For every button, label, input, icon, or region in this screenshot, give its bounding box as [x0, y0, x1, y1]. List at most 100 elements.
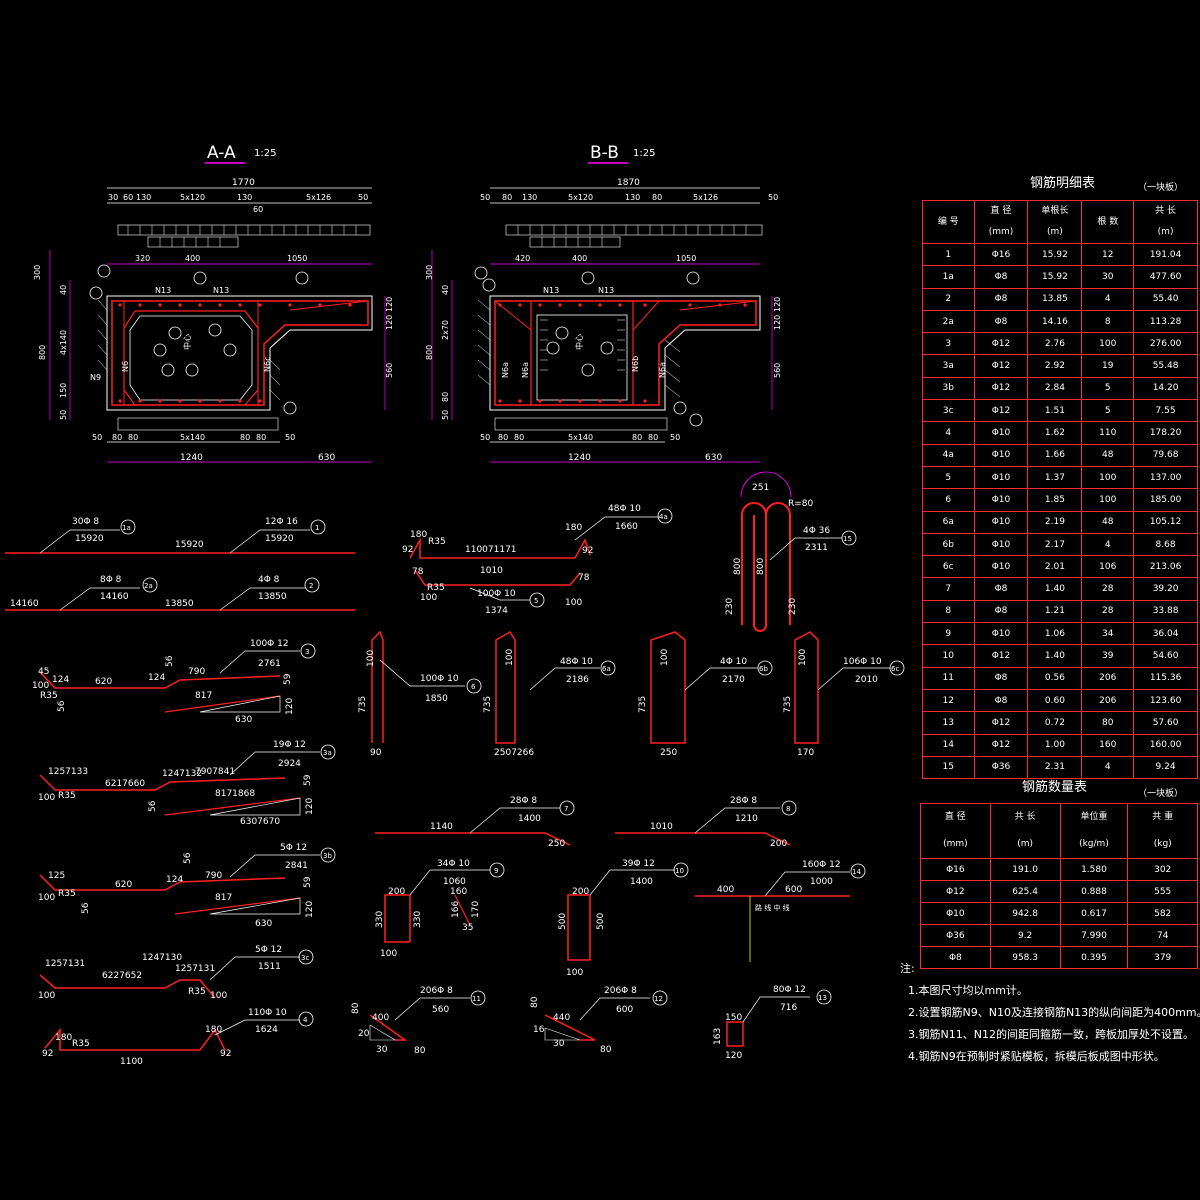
bar-3a-d: 56 [148, 800, 158, 812]
detail-cell: 206 [1081, 666, 1135, 690]
detail-cell: 115.36 [1133, 666, 1198, 690]
bar-3-label: 100Φ 12 [250, 639, 289, 649]
bb-left-width: 1240 [568, 453, 591, 463]
bar-6a-d: 100 [505, 649, 515, 666]
detail-cell: 79.68 [1133, 443, 1198, 467]
bar-9-d: 330 [375, 911, 385, 928]
bar-4-len: 1624 [255, 1025, 278, 1035]
bar-11-d: 80 [414, 1046, 426, 1056]
detail-cell: 48 [1081, 443, 1135, 467]
bar-4-d: 180 [205, 1025, 222, 1035]
detail-cell: 2.19 [1027, 510, 1083, 534]
detail-cell: 7 [922, 577, 975, 601]
bar-15-label: 4Φ 36 [803, 526, 830, 536]
aa-top-seg: 30 [108, 193, 118, 202]
aa-right-v: 560 [385, 363, 394, 378]
detail-header: 共 长 (m) [1133, 200, 1198, 244]
detail-cell: 477.60 [1133, 265, 1198, 289]
qty-table: 直 径 (mm) 共 长 (m) 单位重 (kg/m) 共 重 (kg) Φ16… [920, 803, 1198, 969]
detail-cell: 2.01 [1027, 555, 1083, 579]
note-item: 1.本图尺寸均以mm计。 [908, 984, 1028, 997]
detail-cell: 106 [1081, 555, 1135, 579]
svg-text:2: 2 [309, 582, 313, 590]
detail-cell: 191.04 [1133, 242, 1198, 267]
detail-cell: 1.06 [1027, 622, 1083, 646]
bar-9-d: 35 [462, 923, 473, 933]
qty-cell: Φ8 [920, 946, 991, 969]
bb-bot-seg: 80 [498, 433, 508, 442]
svg-text:8: 8 [786, 805, 790, 813]
bar-5-len: 1374 [485, 606, 508, 616]
detail-cell: 6a [922, 510, 975, 534]
svg-text:4a: 4a [659, 513, 668, 521]
aa-bot-seg: 5x140 [180, 433, 205, 442]
detail-cell: Φ12 [973, 733, 1029, 757]
bar-9-d: 166 [451, 901, 461, 918]
bar-3a-d: 59 [303, 774, 313, 786]
detail-cell: 0.72 [1027, 711, 1083, 735]
bb-v-seg: 40 [441, 285, 450, 295]
bar-4a-d: 92 [402, 545, 413, 555]
bar-3-d: 630 [235, 715, 252, 725]
bar-3a-d: 8171868 [215, 789, 255, 799]
detail-cell: 7.55 [1133, 399, 1198, 423]
bb-v-seg: 300 [425, 265, 434, 280]
bar-3-len: 2761 [258, 659, 281, 669]
bb-bot-seg: 80 [632, 433, 642, 442]
bb-right-width: 630 [705, 453, 722, 463]
bar-4-d: 180 [55, 1033, 72, 1043]
qty-cell: 379 [1127, 946, 1198, 969]
aa-top-seg: 60 [123, 193, 133, 202]
detail-cell: 12 [922, 688, 975, 713]
bar-12-len: 600 [616, 1005, 633, 1015]
detail-cell: Φ8 [973, 309, 1029, 334]
detail-cell: 28 [1081, 577, 1135, 601]
bb-v-seg: 2x70 [441, 320, 450, 340]
section-bb: B-B 1:25 1870 50 80 130 5x120 130 80 5x1… [425, 143, 782, 463]
svg-text:10: 10 [675, 867, 684, 875]
bar-2-len: 13850 [258, 592, 287, 602]
note-item: 4.钢筋N9在预制时紧贴模板，拆模后板成图中形状。 [908, 1050, 1165, 1063]
aa-v-seg: 40 [59, 285, 68, 295]
svg-text:2a: 2a [144, 582, 153, 590]
bar-2a-left: 14160 [10, 599, 39, 609]
detail-cell: 4 [1081, 532, 1135, 557]
detail-cell: 100 [1081, 332, 1135, 356]
bar-15-len: 2311 [805, 543, 828, 553]
bar-12-d: 16 [533, 1025, 545, 1035]
detail-cell: 2.84 [1027, 376, 1083, 401]
bar-4a-d: 180 [410, 530, 427, 540]
bar-3c-d: 1257131 [45, 959, 85, 969]
bar-9-d: 200 [388, 887, 405, 897]
bar-3b-d: R35 [58, 889, 76, 899]
bar-3a-len: 2924 [278, 759, 301, 769]
detail-cell: 276.00 [1133, 332, 1198, 356]
bar-11-label: 206Φ 8 [420, 986, 453, 996]
detail-cell: 2.92 [1027, 354, 1083, 378]
bar-5-d: 1010 [480, 566, 503, 576]
section-aa: A-A 1:25 1770 30 60 130 5x120 130 60 5x1… [33, 143, 394, 463]
qty-table-title: 钢筋数量表 [1022, 780, 1088, 795]
bar-3c-label: 5Φ 12 [255, 945, 282, 955]
bar-3b-d: 100 [38, 893, 55, 903]
bar-15-d: 251 [752, 483, 769, 493]
detail-cell: Φ8 [973, 666, 1029, 690]
aa-bot-seg: 80 [112, 433, 122, 442]
detail-cell: Φ16 [973, 242, 1029, 267]
detail-table-unit: （一块板） [1138, 183, 1184, 193]
bar-3b-len: 2841 [285, 861, 308, 871]
bb-bot-seg: 50 [670, 433, 680, 442]
bar-2a-len: 14160 [100, 592, 129, 602]
qty-header: 共 长 (m) [989, 803, 1061, 859]
bb-right-v: 120 [773, 297, 782, 312]
detail-cell: 14.20 [1133, 376, 1198, 401]
svg-text:6: 6 [471, 683, 476, 691]
bar-6-d: 100 [366, 650, 376, 667]
bar-4a-d: R35 [428, 537, 446, 547]
bar-14-label: 160Φ 12 [802, 860, 841, 870]
